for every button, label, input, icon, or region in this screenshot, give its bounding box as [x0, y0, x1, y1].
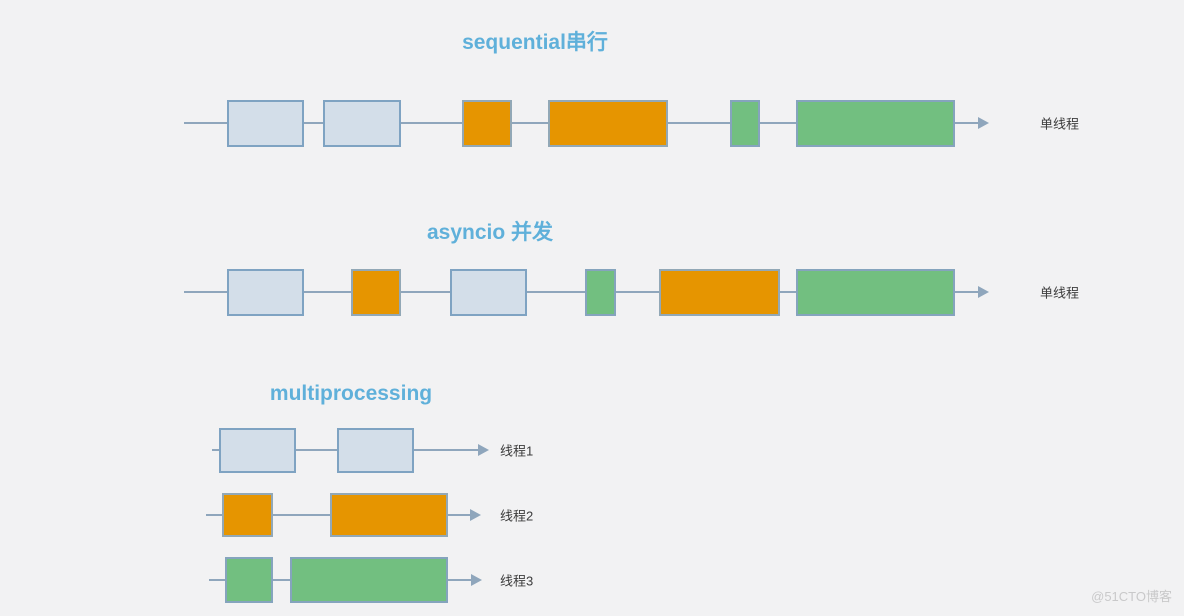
timeline-line — [184, 291, 981, 293]
watermark: @51CTO博客 — [1091, 589, 1172, 604]
task-segment-green — [225, 557, 273, 603]
task-segment-blue — [227, 99, 304, 147]
arrowhead-icon — [978, 117, 989, 129]
task-segment-blue — [227, 268, 304, 316]
task-segment-blue — [337, 427, 414, 473]
task-segment-orange — [222, 493, 273, 537]
task-segment-orange — [330, 493, 448, 537]
arrowhead-icon — [471, 574, 482, 586]
thread-label: 线程3 — [500, 573, 534, 589]
task-segment-green — [730, 99, 760, 147]
arrowhead-icon — [978, 286, 989, 298]
section-title: sequential串行 — [462, 31, 608, 54]
task-segment-orange — [659, 268, 780, 316]
thread-label: 单线程 — [1040, 116, 1080, 132]
arrowhead-icon — [470, 509, 481, 521]
task-segment-blue — [219, 427, 296, 473]
section-title: multiprocessing — [269, 382, 433, 405]
task-segment-green — [585, 268, 616, 316]
task-segment-orange — [351, 268, 401, 316]
section-title: asyncio 并发 — [426, 221, 554, 244]
task-segment-blue — [450, 268, 527, 316]
task-segment-green — [796, 268, 955, 316]
thread-label: 线程2 — [500, 508, 534, 524]
task-segment-blue — [323, 99, 401, 147]
task-segment-green — [290, 557, 448, 603]
task-segment-orange — [462, 99, 512, 147]
thread-label: 单线程 — [1040, 285, 1080, 301]
task-segment-green — [796, 99, 955, 147]
task-segment-orange — [548, 99, 668, 147]
thread-label: 线程1 — [500, 443, 534, 459]
arrowhead-icon — [478, 444, 489, 456]
